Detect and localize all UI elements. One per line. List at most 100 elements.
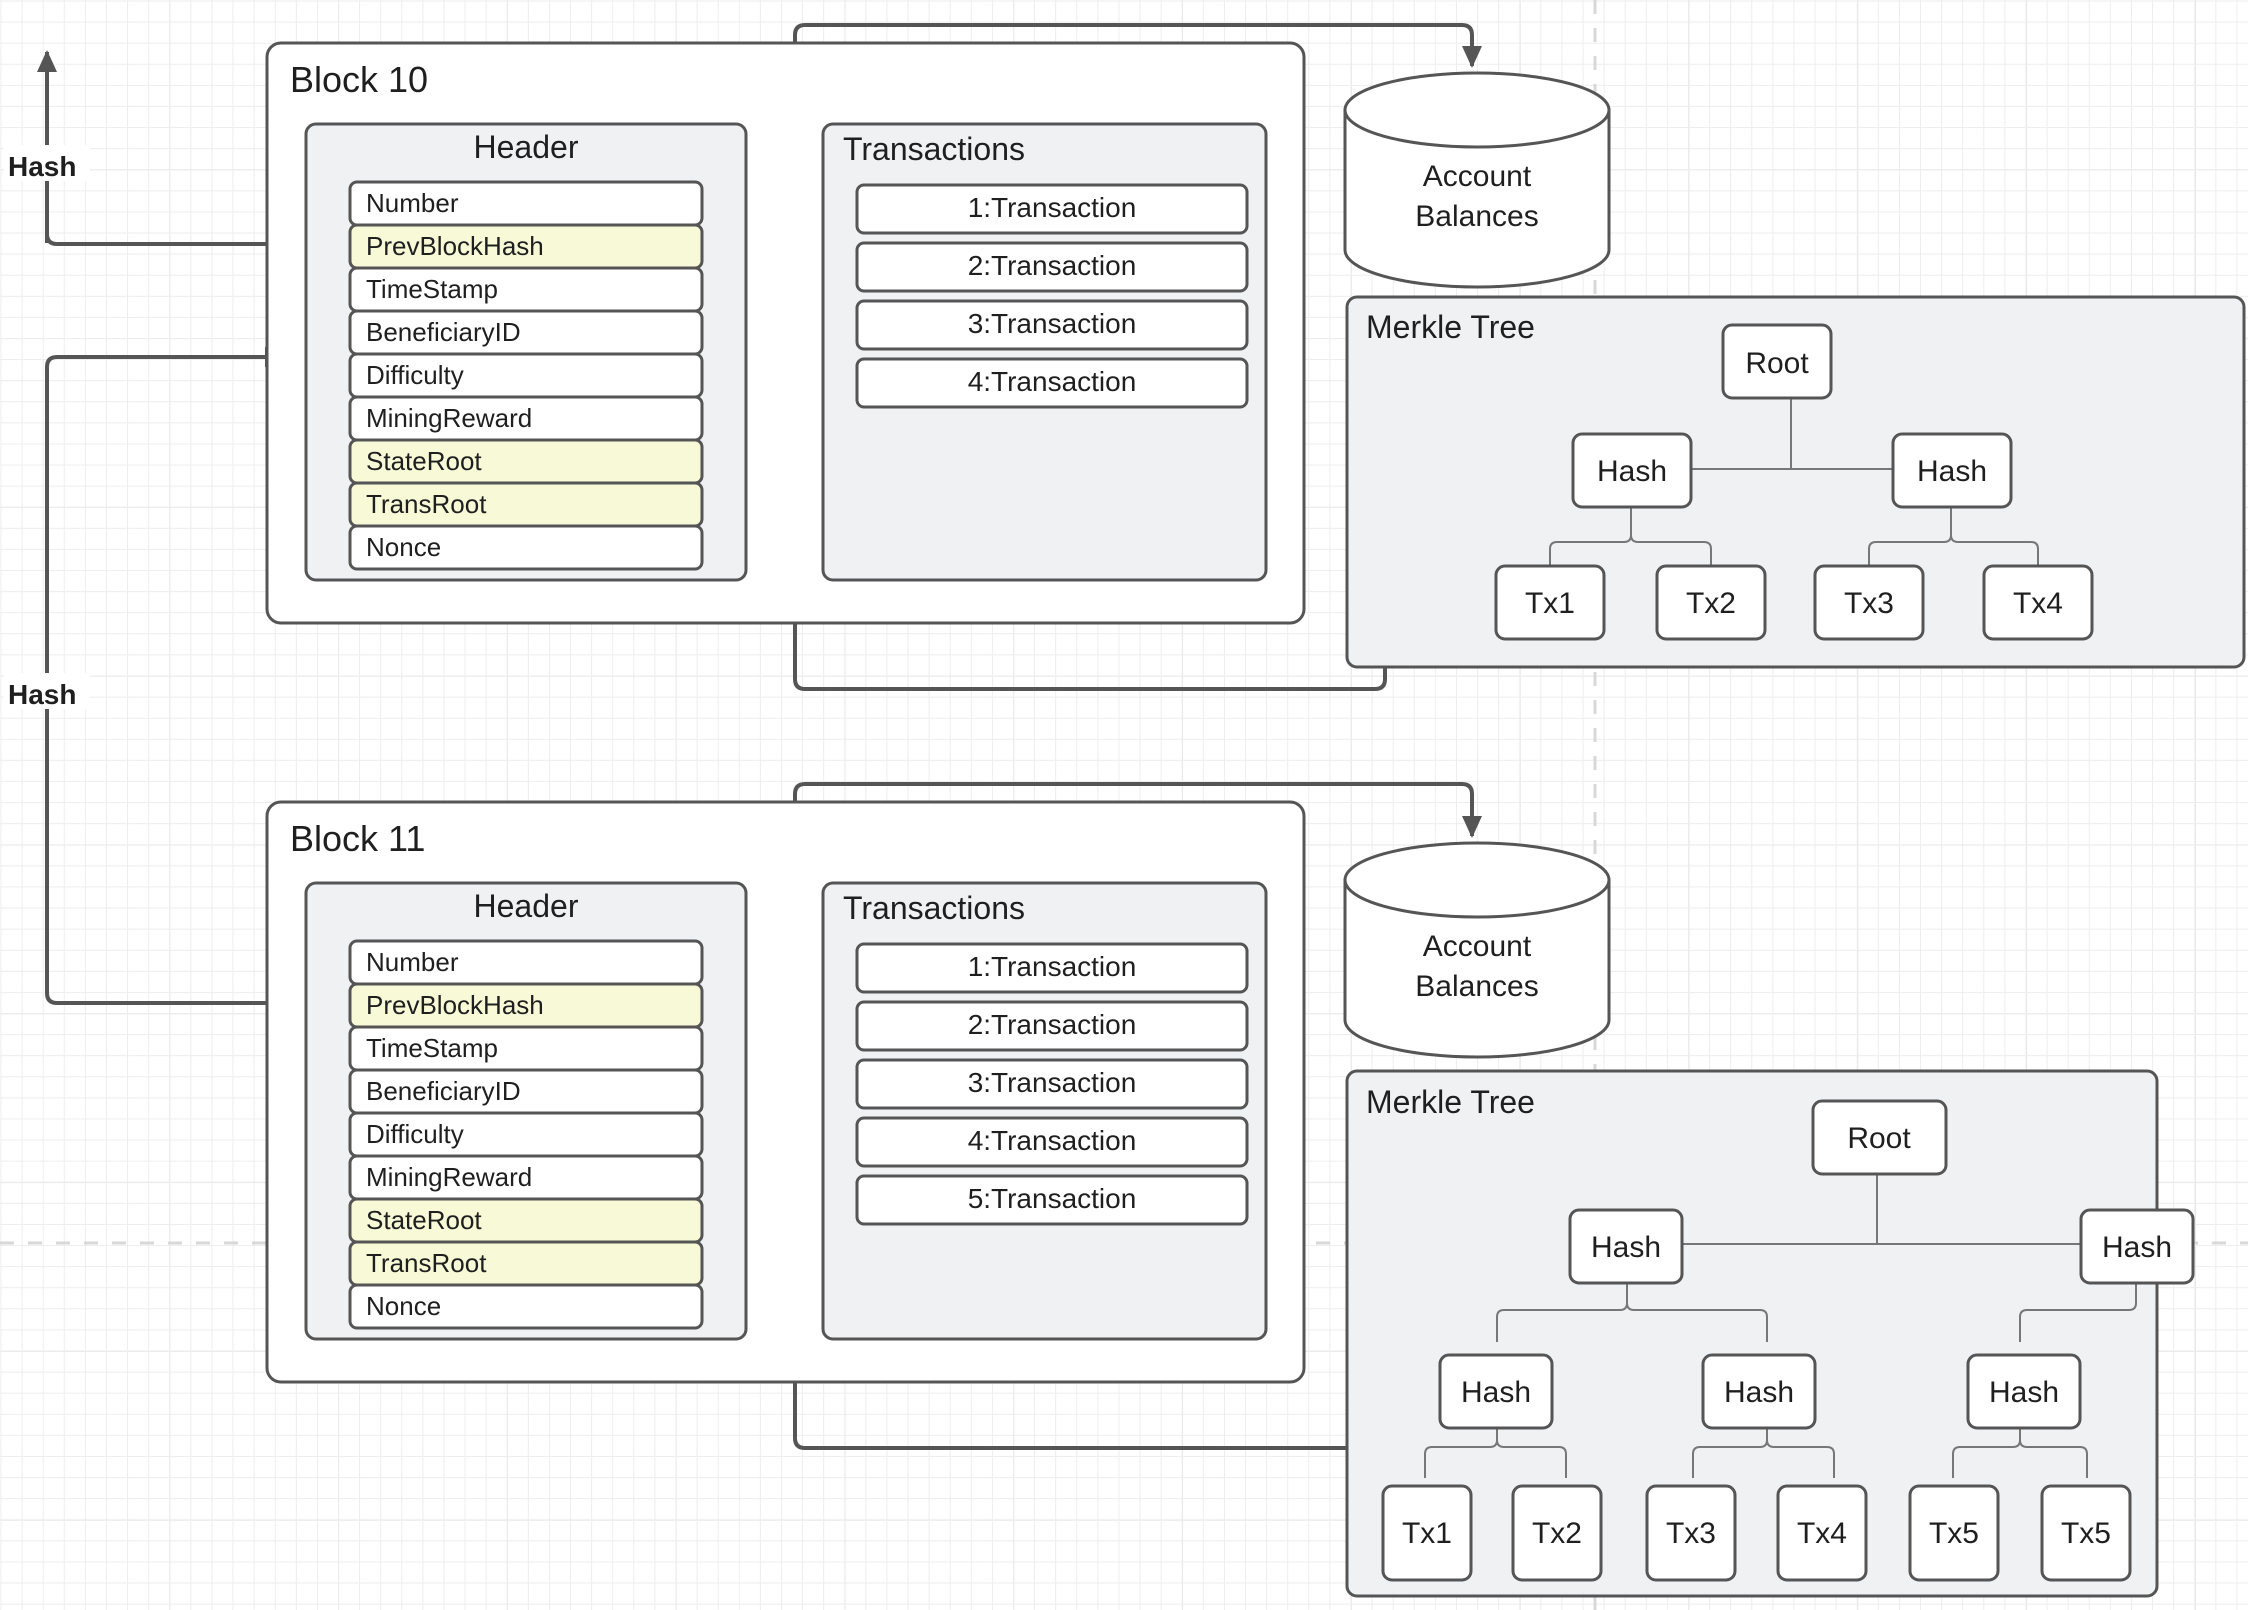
field-stateroot-label: StateRoot [366,1205,482,1235]
merkle-leaf-tx2[interactable] [1511,1484,1603,1582]
list-item-transaction-2[interactable] [855,241,1249,293]
merkle-leaf-tx5-b-label: Tx5 [2061,1517,2111,1550]
block-11-transactions-title: Transactions [843,890,1025,926]
block-11-header-title: Header [474,888,579,924]
block-10-header-fields: Number PrevBlockHash TimeStamp Beneficia… [348,180,704,571]
list-item-transaction-4[interactable] [855,357,1249,409]
block-10-title: Block 10 [290,59,428,100]
merkle-node-root[interactable] [1721,323,1833,400]
field-difficulty-label: Difficulty [366,360,464,390]
merkle-node-hash-l2-1-label: Hash [1724,1376,1794,1409]
merkle-leaf-tx1[interactable] [1381,1484,1473,1582]
field-prevblockhash-label: PrevBlockHash [366,990,544,1020]
merkle-node-hash-l1-1[interactable] [1891,432,2013,509]
merkle-leaf-tx4[interactable] [1776,1484,1868,1582]
transaction-2-label: 2:Transaction [968,1009,1137,1040]
database-cylinder-body[interactable] [1343,108,1611,289]
merkle-node-hash-l1-0[interactable] [1571,432,1693,509]
merkle-tree-title: Merkle Tree [1366,1084,1535,1120]
hash-label-2-bg [4,673,90,709]
merkle-node-root-label: Root [1745,347,1809,380]
merkle-leaf-tx2[interactable] [1655,564,1767,641]
merkle-node-hash-l2-2[interactable] [1966,1353,2082,1430]
merkle-leaf-tx3[interactable] [1813,564,1925,641]
merkle-node-hash-l1-1-label: Hash [2102,1231,2172,1264]
field-nonce[interactable] [348,524,704,571]
field-number-label: Number [366,947,459,977]
block-11-title: Block 11 [290,818,425,859]
field-transroot-label: TransRoot [366,489,487,519]
database-cylinder-top [1343,71,1611,149]
field-transroot-label: TransRoot [366,1248,487,1278]
transaction-1-label: 1:Transaction [968,192,1137,223]
merkle-leaf-tx1[interactable] [1494,564,1606,641]
list-item-transaction-3[interactable] [855,1058,1249,1110]
database-cylinder-top [1343,841,1611,919]
transaction-4-label: 4:Transaction [968,366,1137,397]
merkle-tree-edges [1424,1174,2137,1478]
transaction-3-label: 3:Transaction [968,1067,1137,1098]
field-difficulty-label: Difficulty [366,1119,464,1149]
merkle-tree-title: Merkle Tree [1366,309,1535,345]
transaction-2-label: 2:Transaction [968,250,1137,281]
transaction-3-label: 3:Transaction [968,308,1137,339]
list-item-transaction-1[interactable] [855,942,1249,994]
block-11-transaction-list: 1:Transaction 2:Transaction 3:Transactio… [855,942,1249,1226]
block-11-header-fields: Number PrevBlockHash TimeStamp Beneficia… [348,939,704,1330]
field-timestamp-label: TimeStamp [366,274,498,304]
list-item-transaction-1[interactable] [855,183,1249,235]
block-10-header-title: Header [474,129,579,165]
database-label-line1: Account [1423,930,1532,963]
hash-label-2: Hash [8,679,76,710]
merkle-leaf-tx3[interactable] [1645,1484,1737,1582]
merkle-node-hash-l2-2-label: Hash [1989,1376,2059,1409]
field-beneficiaryid-label: BeneficiaryID [366,1076,521,1106]
merkle-leaf-tx1-label: Tx1 [1525,587,1575,620]
block-10-transaction-list: 1:Transaction 2:Transaction 3:Transactio… [855,183,1249,409]
merkle-node-hash-l2-0-label: Hash [1461,1376,1531,1409]
merkle-node-hash-l2-0[interactable] [1438,1353,1554,1430]
hash-label-1: Hash [8,151,76,182]
merkle-node-hash-l1-0-label: Hash [1597,455,1667,488]
merkle-leaf-tx2-label: Tx2 [1686,587,1736,620]
merkle-tree-panel[interactable] [1345,1069,2159,1598]
merkle-node-root[interactable] [1811,1099,1948,1176]
database-cylinder-body[interactable] [1343,878,1611,1059]
merkle-leaf-tx1-label: Tx1 [1402,1517,1452,1550]
merkle-node-hash-l1-1-label: Hash [1917,455,1987,488]
merkle-node-hash-l1-0-label: Hash [1591,1231,1661,1264]
list-item-transaction-2[interactable] [855,1000,1249,1052]
edge-block10-prevblockhash-left [45,232,350,246]
database-label-line2: Balances [1415,970,1538,1003]
merkle-leaf-tx2-label: Tx2 [1532,1517,1582,1550]
block-10-transactions-title: Transactions [843,131,1025,167]
field-stateroot-label: StateRoot [366,446,482,476]
field-timestamp-label: TimeStamp [366,1033,498,1063]
merkle-node-hash-l1-0[interactable] [1568,1208,1684,1285]
merkle-leaf-tx5-a[interactable] [1908,1484,2000,1582]
list-item-transaction-4[interactable] [855,1116,1249,1168]
field-nonce-label: Nonce [366,1291,441,1321]
transaction-1-label: 1:Transaction [968,951,1137,982]
merkle-leaf-tx3-label: Tx3 [1844,587,1894,620]
merkle-leaf-tx5-b[interactable] [2040,1484,2132,1582]
field-number-label: Number [366,188,459,218]
database-label-line2: Balances [1415,200,1538,233]
merkle-leaf-tx5-a-label: Tx5 [1929,1517,1979,1550]
field-miningreward-label: MiningReward [366,403,532,433]
merkle-leaf-tx4[interactable] [1982,564,2094,641]
list-item-transaction-3[interactable] [855,299,1249,351]
list-item-transaction-5[interactable] [855,1174,1249,1226]
field-nonce[interactable] [348,1283,704,1330]
merkle-node-hash-l2-1[interactable] [1701,1353,1817,1430]
merkle-node-hash-l1-1[interactable] [2079,1208,2195,1285]
block-10-transactions-panel[interactable] [821,122,1268,582]
